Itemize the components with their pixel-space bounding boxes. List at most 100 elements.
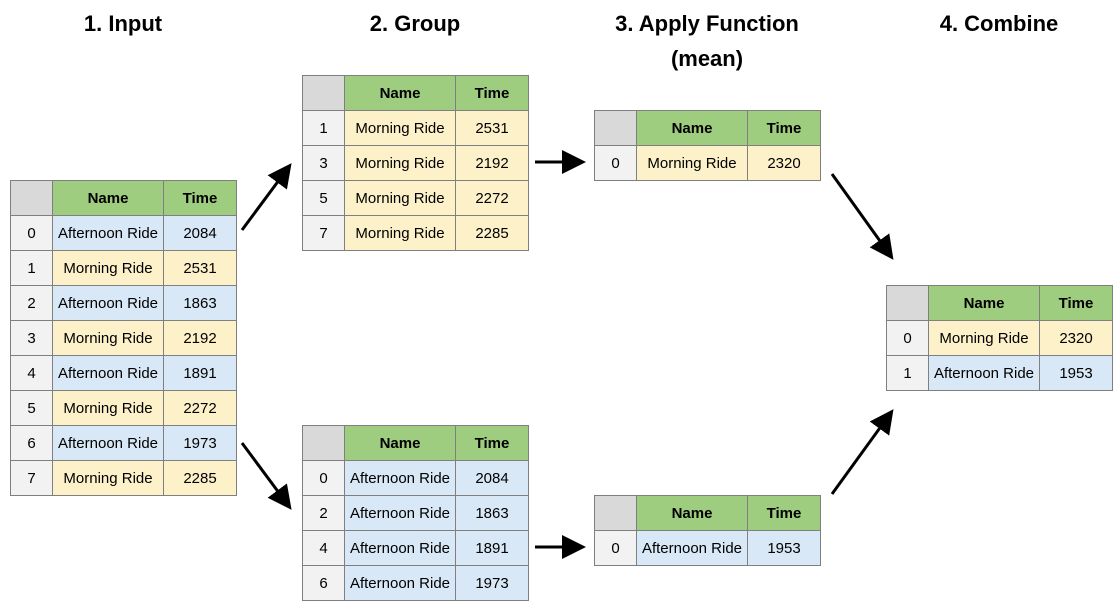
time-cell: 1863 (163, 285, 237, 321)
step-3-title: 3. Apply Function (mean) (615, 11, 799, 71)
time-cell: 1953 (747, 530, 821, 566)
index-cell: 6 (10, 425, 53, 461)
index-cell: 0 (594, 145, 637, 181)
index-cell: 5 (10, 390, 53, 426)
name-cell: Afternoon Ride (52, 425, 164, 461)
name-cell: Morning Ride (344, 215, 456, 251)
name-cell: Afternoon Ride (928, 355, 1040, 391)
time-cell: 1891 (455, 530, 529, 566)
name-cell: Morning Ride (52, 460, 164, 496)
time-cell: 1863 (455, 495, 529, 531)
name-cell: Morning Ride (344, 145, 456, 181)
arrow-input-to-group-morning (240, 163, 292, 231)
arrow-apply-morning-to-combine (830, 173, 894, 260)
time-header-cell: Time (163, 180, 237, 216)
step-4-title: 4. Combine (939, 11, 1059, 36)
time-cell: 1953 (1039, 355, 1113, 391)
time-cell: 2285 (455, 215, 529, 251)
index-cell: 2 (302, 495, 345, 531)
index-cell: 0 (10, 215, 53, 251)
time-cell: 2192 (455, 145, 529, 181)
index-cell: 6 (302, 565, 345, 601)
time-cell: 2320 (1039, 320, 1113, 356)
time-cell: 2320 (747, 145, 821, 181)
name-cell: Afternoon Ride (344, 495, 456, 531)
arrow-input-to-group-afternoon (240, 442, 292, 510)
index-cell: 0 (594, 530, 637, 566)
time-header-cell: Time (455, 75, 529, 111)
index-header-cell (10, 180, 53, 216)
time-header-cell: Time (455, 425, 529, 461)
name-header-cell: Name (344, 75, 456, 111)
name-header-cell: Name (636, 110, 748, 146)
name-cell: Morning Ride (52, 320, 164, 356)
name-cell: Afternoon Ride (636, 530, 748, 566)
name-cell: Afternoon Ride (344, 530, 456, 566)
index-cell: 4 (10, 355, 53, 391)
index-cell: 4 (302, 530, 345, 566)
index-cell: 2 (10, 285, 53, 321)
time-cell: 1973 (163, 425, 237, 461)
index-header-cell (594, 110, 637, 146)
time-header-cell: Time (747, 495, 821, 531)
time-cell: 2192 (163, 320, 237, 356)
name-cell: Afternoon Ride (344, 565, 456, 601)
step-2-title: 2. Group (369, 11, 461, 36)
time-header-cell: Time (747, 110, 821, 146)
index-cell: 7 (10, 460, 53, 496)
time-cell: 1891 (163, 355, 237, 391)
time-cell: 1973 (455, 565, 529, 601)
name-cell: Morning Ride (344, 110, 456, 146)
name-cell: Afternoon Ride (344, 460, 456, 496)
name-header-cell: Name (344, 425, 456, 461)
time-header-cell: Time (1039, 285, 1113, 321)
name-cell: Afternoon Ride (52, 285, 164, 321)
time-cell: 2531 (163, 250, 237, 286)
name-cell: Morning Ride (636, 145, 748, 181)
name-cell: Morning Ride (52, 250, 164, 286)
index-header-cell (886, 285, 929, 321)
name-header-cell: Name (928, 285, 1040, 321)
index-cell: 0 (886, 320, 929, 356)
step-1-title: 1. Input (83, 11, 163, 36)
arrow-apply-afternoon-to-combine (830, 409, 894, 495)
name-cell: Afternoon Ride (52, 215, 164, 251)
time-cell: 2272 (455, 180, 529, 216)
time-cell: 2084 (455, 460, 529, 496)
index-cell: 0 (302, 460, 345, 496)
index-cell: 3 (10, 320, 53, 356)
time-cell: 2272 (163, 390, 237, 426)
time-cell: 2084 (163, 215, 237, 251)
name-cell: Morning Ride (344, 180, 456, 216)
name-cell: Afternoon Ride (52, 355, 164, 391)
name-header-cell: Name (52, 180, 164, 216)
index-cell: 7 (302, 215, 345, 251)
